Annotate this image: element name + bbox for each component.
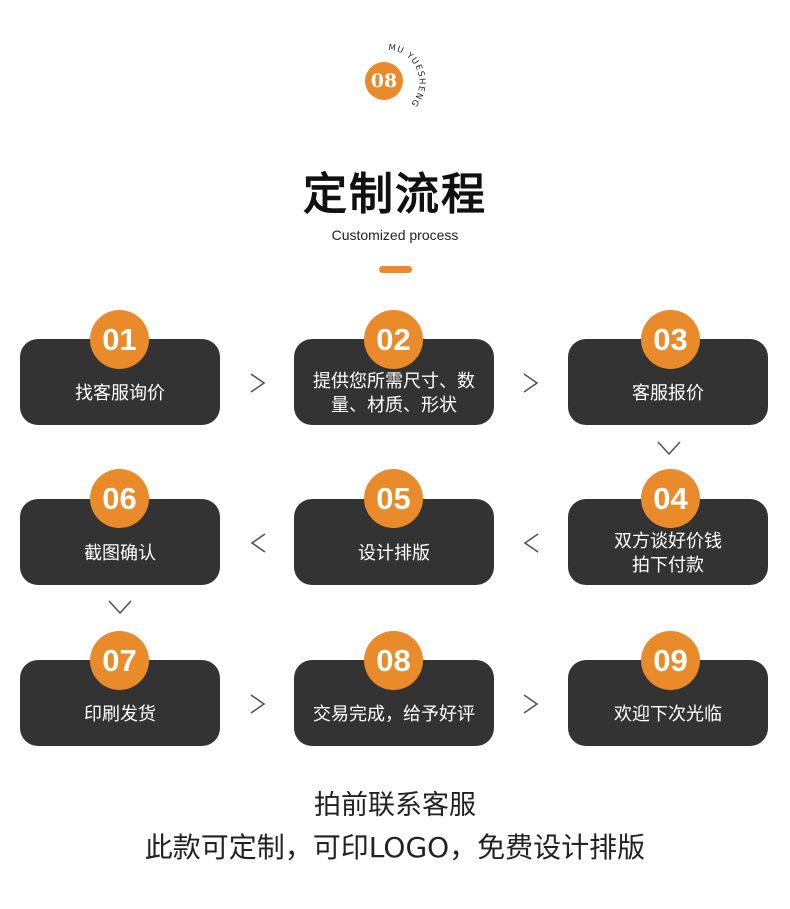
arrow-right-icon <box>523 373 539 393</box>
arrow-right-icon <box>250 694 266 714</box>
step-number-09: 09 <box>641 631 700 690</box>
step-number-04: 04 <box>641 469 700 528</box>
footer-contact-text: 拍前联系客服 <box>314 790 476 821</box>
arrow-down-icon <box>108 600 132 615</box>
svg-text:MU YUESHENG: MU YUESHENG <box>388 43 427 109</box>
step-number-03: 03 <box>641 310 700 369</box>
step-number-01: 01 <box>90 310 149 369</box>
page-title: 定制流程 <box>303 169 487 220</box>
step-text: 交易完成，给予好评 <box>313 704 475 725</box>
top-badge: 08 <box>365 62 403 100</box>
brand-text: MU YUESHENG <box>388 43 426 109</box>
step-card-05: 设计排版 <box>294 499 494 585</box>
step-text: 找客服询价 <box>75 383 165 404</box>
arrow-down-icon <box>657 441 681 456</box>
arrow-left-icon <box>523 533 539 553</box>
step-text: 截图确认 <box>84 543 156 564</box>
step-text: 提供您所需尺寸、数 量、材质、形状 <box>313 371 475 416</box>
step-text: 客服报价 <box>632 383 704 404</box>
step-number-07: 07 <box>90 631 149 690</box>
step-card-02: 提供您所需尺寸、数 量、材质、形状 <box>294 339 494 425</box>
step-number-05: 05 <box>364 469 423 528</box>
page-subtitle: Customized process <box>331 227 459 243</box>
footer-custom-text: 此款可定制，可印LOGO，免费设计排版 <box>144 831 646 864</box>
step-text: 印刷发货 <box>84 704 156 725</box>
arrow-right-icon <box>523 694 539 714</box>
title-underline <box>379 266 412 273</box>
brand-arc-text: MU YUESHENG <box>388 43 427 109</box>
step-number-06: 06 <box>90 469 149 528</box>
step-text: 欢迎下次光临 <box>614 704 722 725</box>
arrow-right-icon <box>250 373 266 393</box>
step-text: 设计排版 <box>358 543 430 564</box>
step-number-08: 08 <box>364 631 423 690</box>
step-text: 双方谈好价钱 拍下付款 <box>614 531 722 576</box>
step-card-08: 交易完成，给予好评 <box>294 660 494 746</box>
step-number-02: 02 <box>364 310 423 369</box>
arrow-left-icon <box>250 533 266 553</box>
